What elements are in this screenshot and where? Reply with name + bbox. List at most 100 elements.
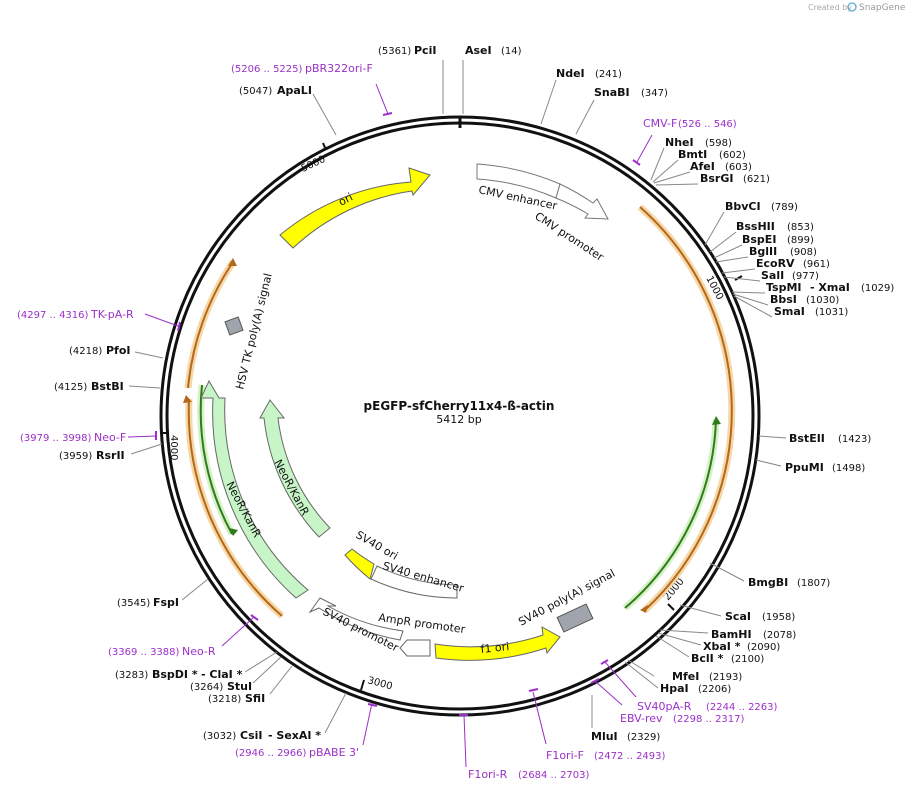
site-bmgbi[interactable]: BmgBI(1807): [748, 576, 830, 589]
feature-cmv-enhancer[interactable]: CMV enhancer: [476, 163, 561, 213]
site-bmtl[interactable]: BmtI(602): [678, 148, 746, 161]
map-label: (2684 .. 2703): [518, 770, 590, 781]
map-label: (4297 .. 4316): [17, 310, 89, 321]
primer-neo-r[interactable]: (3369 .. 3388)Neo-R: [108, 645, 216, 658]
site-sfii[interactable]: (3218)SfiI: [208, 692, 265, 705]
primer-pbabe-3[interactable]: (2946 .. 2966)pBABE 3': [235, 746, 359, 759]
site-bamhi[interactable]: BamHI(2078): [711, 628, 796, 641]
map-label: SmaI: [774, 305, 805, 318]
site-tspmi[interactable]: TspMI- XmaI(1029): [766, 281, 894, 294]
site-ppumi[interactable]: PpuMI(1498): [785, 461, 865, 474]
feature-ori[interactable]: ori: [279, 167, 431, 249]
site-sali[interactable]: SalI(977): [761, 269, 819, 282]
map-label: (5206 .. 5225): [231, 64, 303, 75]
feature-f1-ori[interactable]: f1 ori: [434, 626, 561, 661]
map-label: - SexAI *: [268, 729, 321, 742]
map-label: (908): [790, 247, 817, 258]
map-label: BclI *: [691, 652, 724, 665]
map-label: SfiI: [245, 692, 265, 705]
map-label: AfeI: [690, 160, 715, 173]
site-asel[interactable]: AseI(14): [465, 44, 522, 57]
site-nhel[interactable]: NheI(598): [665, 136, 732, 149]
site-bsrgi[interactable]: BsrGI(621): [700, 172, 770, 185]
map-label: F1ori-R: [468, 768, 508, 781]
site-snabi[interactable]: SnaBI(347): [594, 86, 668, 99]
map-label: SalI: [761, 269, 784, 282]
site-rsrii[interactable]: (3959)RsrII: [59, 449, 125, 462]
map-label: PpuMI: [785, 461, 824, 474]
feature-neor-inner[interactable]: NeoR/KanR: [259, 399, 331, 538]
map-label: (3264): [190, 682, 223, 693]
site-bspdi[interactable]: (3283)BspDI *- ClaI *: [115, 668, 243, 681]
site-bbvci[interactable]: BbvCI (789): [725, 200, 798, 213]
site-xbai[interactable]: XbaI *(2090): [703, 640, 780, 653]
feature-sv40-promoter[interactable]: SV40 promoter: [308, 597, 404, 655]
site-fspi[interactable]: (3545)FspI: [117, 596, 179, 609]
orf-left-top-arrow-icon: [228, 258, 237, 266]
map-label: (5361): [378, 46, 411, 57]
map-label: (1423): [838, 434, 871, 445]
map-label: (526 .. 546): [678, 119, 737, 130]
primer-ebv-rev[interactable]: EBV-rev(2298 .. 2317): [620, 712, 745, 725]
orf-right: [639, 206, 733, 611]
map-label: (2244 .. 2263): [706, 702, 778, 713]
map-label: (789): [771, 202, 798, 213]
map-label: (2090): [747, 642, 780, 653]
map-label: - ClaI *: [201, 668, 243, 681]
map-label: (853): [787, 222, 814, 233]
map-label: SV40pA-R: [637, 700, 692, 713]
feature-sv40-enhancer[interactable]: SV40 enhancer: [370, 559, 466, 599]
map-label: (2329): [627, 732, 660, 743]
site-csii[interactable]: (3032) CsiI - SexAI *: [203, 729, 321, 742]
feature-f1-ori-label: f1 ori: [480, 640, 510, 656]
map-label: (3032): [203, 731, 236, 742]
map-label: (1031): [815, 307, 848, 318]
site-bsteii[interactable]: BstEII(1423): [789, 432, 871, 445]
map-label: (2946 .. 2966): [235, 748, 307, 759]
primer-tk-pa-r[interactable]: (4297 .. 4316)TK-pA-R: [17, 308, 134, 321]
orf-left-top: [187, 261, 234, 389]
site-bstbi[interactable]: (4125)BstBI: [54, 380, 124, 393]
feature-hsv-tk-polya[interactable]: HSV TK poly(A) signal: [224, 272, 275, 391]
map-label: (1807): [797, 578, 830, 589]
site-ndel[interactable]: NdeI(241): [556, 67, 622, 80]
site-afel[interactable]: AfeI (603): [690, 160, 752, 173]
site-bbsi[interactable]: BbsI(1030): [770, 293, 839, 306]
map-label: BbvCI: [725, 200, 761, 213]
orf-left-bottom: [187, 398, 283, 617]
site-mlui[interactable]: MluI(2329): [591, 730, 660, 743]
site-stui[interactable]: (3264)StuI: [190, 680, 252, 693]
site-bsshii[interactable]: BssHII(853): [736, 220, 814, 233]
map-label: (3979 .. 3998): [20, 433, 92, 444]
primer-pbr322ori-f[interactable]: (5206 .. 5225)pBR322ori-F: [231, 62, 373, 75]
site-mfei[interactable]: MfeI(2193): [672, 670, 742, 683]
site-smai[interactable]: SmaI (1031): [774, 305, 848, 318]
primer-neo-f[interactable]: (3979 .. 3998)Neo-F: [20, 431, 126, 444]
map-label: (621): [743, 174, 770, 185]
feature-sv40-polya[interactable]: SV40 poly(A) signal: [516, 567, 617, 633]
site-bspei[interactable]: BspEI(899): [742, 233, 814, 246]
site-pfoi[interactable]: (4218)PfoI: [69, 344, 131, 357]
map-label: CsiI: [240, 729, 262, 742]
site-bglii[interactable]: BglII(908): [749, 245, 817, 258]
map-label: (1030): [806, 295, 839, 306]
primer-markers: [127, 83, 653, 768]
primer-f1ori-f[interactable]: F1ori-F(2472 .. 2493): [546, 749, 666, 762]
site-bcli[interactable]: BclI *(2100): [691, 652, 764, 665]
map-label: (14): [501, 46, 522, 57]
map-label: (3369 .. 3388): [108, 647, 180, 658]
site-scai[interactable]: ScaI(1958): [725, 610, 795, 623]
primer-sv40pa-r[interactable]: SV40pA-R (2244 .. 2263): [637, 700, 778, 713]
map-label: (603): [725, 162, 752, 173]
site-hpai[interactable]: HpaI(2206): [660, 682, 731, 695]
orf-green-right: [624, 419, 717, 609]
site-ecorv[interactable]: EcoRV(961): [756, 257, 830, 270]
primer-cmv-f[interactable]: CMV-F(526 .. 546): [643, 117, 737, 130]
map-label: (1029): [861, 283, 894, 294]
primer-f1ori-r[interactable]: F1ori-R (2684 .. 2703): [468, 768, 590, 781]
site-apali[interactable]: (5047)ApaLI: [239, 84, 312, 97]
site-pcil[interactable]: (5361)PciI: [378, 44, 436, 57]
map-label: HpaI: [660, 682, 689, 695]
